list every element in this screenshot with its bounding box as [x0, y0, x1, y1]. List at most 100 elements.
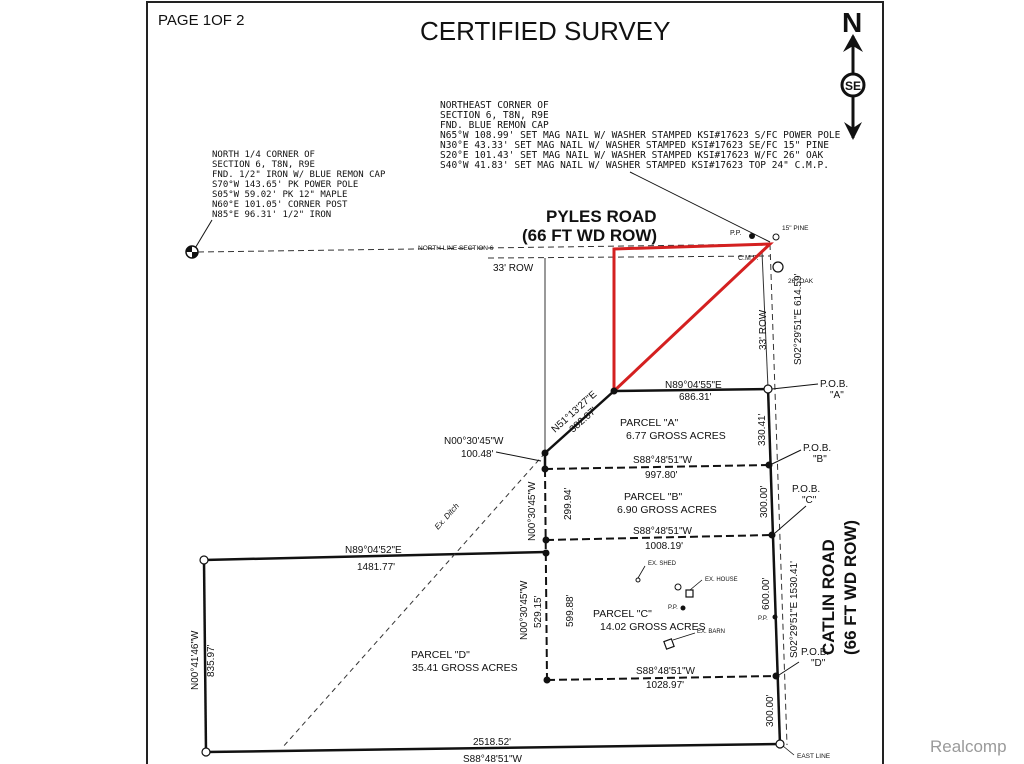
oak-label: 26" OAK	[788, 278, 814, 285]
east-d-distance: 300.00'	[765, 694, 776, 727]
parcel-b-name: PARCEL "B"	[624, 491, 682, 503]
west-a-bearing: N00°30'45"W	[444, 436, 504, 447]
east-line-label: EAST LINE	[797, 753, 831, 760]
watermark: Realcomp	[930, 737, 1007, 756]
east-a-distance: 330.41'	[757, 413, 768, 446]
barn-label: EX. BARN	[697, 629, 725, 635]
diag-top-marker	[610, 387, 618, 395]
highlight-triangle	[612, 242, 774, 395]
pine-icon	[772, 233, 780, 241]
cd-distance: 1028.97'	[646, 680, 684, 691]
north-arrow-icon: N SE	[840, 7, 866, 140]
pob-b-title: P.O.B.	[803, 443, 831, 454]
nq-note-line-6: N60°E 101.05' CORNER POST	[212, 200, 348, 210]
house-icon	[674, 579, 703, 598]
shed-label: EX. SHED	[648, 561, 677, 567]
bc-bearing: S88°48'51"W	[633, 526, 692, 537]
parcel-c-area: 14.02 GROSS ACRES	[600, 621, 706, 633]
east-ab-marker	[765, 461, 773, 469]
nq-note-line-3: FND. 1/2" IRON W/ BLUE REMON CAP	[212, 170, 386, 180]
east-lower-bearing: S02°29'51"E 1530.41'	[789, 561, 800, 658]
d-top-distance: 1481.77'	[357, 562, 395, 573]
d-west-bearing: N00°41'46"W	[190, 630, 201, 690]
east-c-distance: 600.00'	[761, 577, 772, 610]
se-d-marker	[775, 739, 785, 749]
sheet-border	[146, 1, 884, 764]
corner-markers	[199, 384, 785, 757]
east-b-distance: 300.00'	[759, 485, 770, 518]
west-cd-marker	[543, 676, 551, 684]
north-line-label: NORTH LINE SECTION 6	[418, 245, 494, 252]
north-section-line	[197, 243, 771, 253]
pyles-road-name: PYLES ROAD	[546, 207, 657, 226]
pob-a-marker	[763, 384, 773, 394]
bc-distance: 1008.19'	[645, 541, 683, 552]
catlin-road-row: (66 FT WD ROW)	[841, 520, 860, 655]
parcel-d-name: PARCEL "D"	[411, 649, 470, 661]
parcel-b-area: 6.90 GROSS ACRES	[617, 504, 717, 516]
pob-d-letter: "D"	[811, 658, 826, 669]
west-c-line	[544, 468, 548, 681]
pob-a-letter: "A"	[830, 390, 844, 401]
north-arrow-se: SE	[845, 79, 861, 93]
pp-right-label: P.P.	[758, 616, 768, 622]
line-cd	[546, 675, 777, 681]
pine-label: 15" PINE	[782, 225, 809, 232]
sw-d-marker	[201, 747, 211, 757]
pob-b-leader	[771, 449, 802, 465]
house-label: EX. HOUSE	[705, 577, 738, 583]
north-arrow-n: N	[842, 7, 862, 38]
nq-note-line-5: S05°W 59.02' PK 12" MAPLE	[212, 190, 347, 200]
ne-note-line-6: S20°E 101.43' SET MAG NAIL W/ WASHER STA…	[440, 150, 823, 161]
west-d-marker	[542, 549, 550, 557]
nq-note-line-1: NORTH 1/4 CORNER OF	[212, 150, 315, 160]
ne-note-line-1: NORTHEAST CORNER OF	[440, 100, 549, 111]
barn-icon	[663, 632, 696, 650]
cd-bearing: S88°48'51"W	[636, 666, 695, 677]
west-c-bearing: N00°30'45"W	[519, 580, 530, 640]
row-33-vertical-label: 33' ROW	[758, 309, 769, 350]
west-b-bearing: N00°30'45"W	[527, 481, 538, 541]
pob-a-title: P.O.B.	[820, 379, 848, 390]
line-ab	[544, 464, 770, 470]
northeast-corner-note: NORTHEAST CORNER OF SECTION 6, T8N, R9E …	[440, 100, 841, 171]
line-bc	[545, 534, 773, 541]
d-top-bearing: N89°04'52"E	[345, 545, 402, 556]
west-c-distance-1: 529.15'	[533, 595, 544, 628]
ne-note-line-7: S40°W 41.83' SET MAG NAIL W/ WASHER STAM…	[440, 160, 829, 171]
parcel-a-area: 6.77 GROSS ACRES	[626, 430, 726, 442]
nq-note-line-7: N85°E 96.31' 1/2" IRON	[212, 210, 331, 220]
catlin-road-name: CATLIN ROAD	[819, 539, 838, 655]
parcel-a-north-line	[613, 387, 769, 393]
west-ab-marker	[541, 465, 549, 473]
north-quarter-note: NORTH 1/4 CORNER OF SECTION 6, T8N, R9E …	[212, 150, 386, 220]
east-line-leader	[782, 745, 795, 756]
pob-b-letter: "B"	[813, 454, 827, 465]
west-b-distance: 299.94'	[563, 487, 574, 520]
page-title: CERTIFIED SURVEY	[420, 16, 670, 46]
parcel-d-north-line	[203, 550, 547, 562]
ab-bearing: S88°48'51"W	[633, 455, 692, 466]
pyles-road-row: (66 FT WD ROW)	[522, 226, 657, 245]
nq-note-line-2: SECTION 6, T8N, R9E	[212, 160, 315, 170]
section-corner-icon	[185, 245, 199, 259]
east-upper-line	[761, 251, 769, 389]
west-c-distance-2: 599.88'	[565, 594, 576, 627]
parcel-d-south-line	[205, 742, 781, 754]
nq-note-line-4: S70°W 143.65' PK POWER POLE	[212, 180, 358, 190]
pob-c-letter: "C"	[802, 495, 817, 506]
east-full-bearing: S02°29'51"E 614.59'	[793, 273, 804, 365]
west-a-marker	[541, 449, 549, 457]
parcel-a-diagonal-line	[544, 390, 615, 454]
power-pole-icon	[749, 233, 755, 239]
ne-note-line-2: SECTION 6, T8N, R9E	[440, 110, 549, 121]
east-row-line	[769, 243, 788, 746]
pob-c-leader	[774, 505, 807, 534]
east-boundary-line	[766, 387, 782, 746]
d-south-bearing: S88°48'51"W	[463, 754, 522, 764]
east-pp-marker	[772, 614, 778, 620]
row-line-horizontal	[487, 255, 771, 259]
ne-note-line-3: FND. BLUE REMON CAP	[440, 120, 549, 131]
nw-d-marker	[199, 555, 209, 565]
east-cd-marker	[772, 672, 780, 680]
